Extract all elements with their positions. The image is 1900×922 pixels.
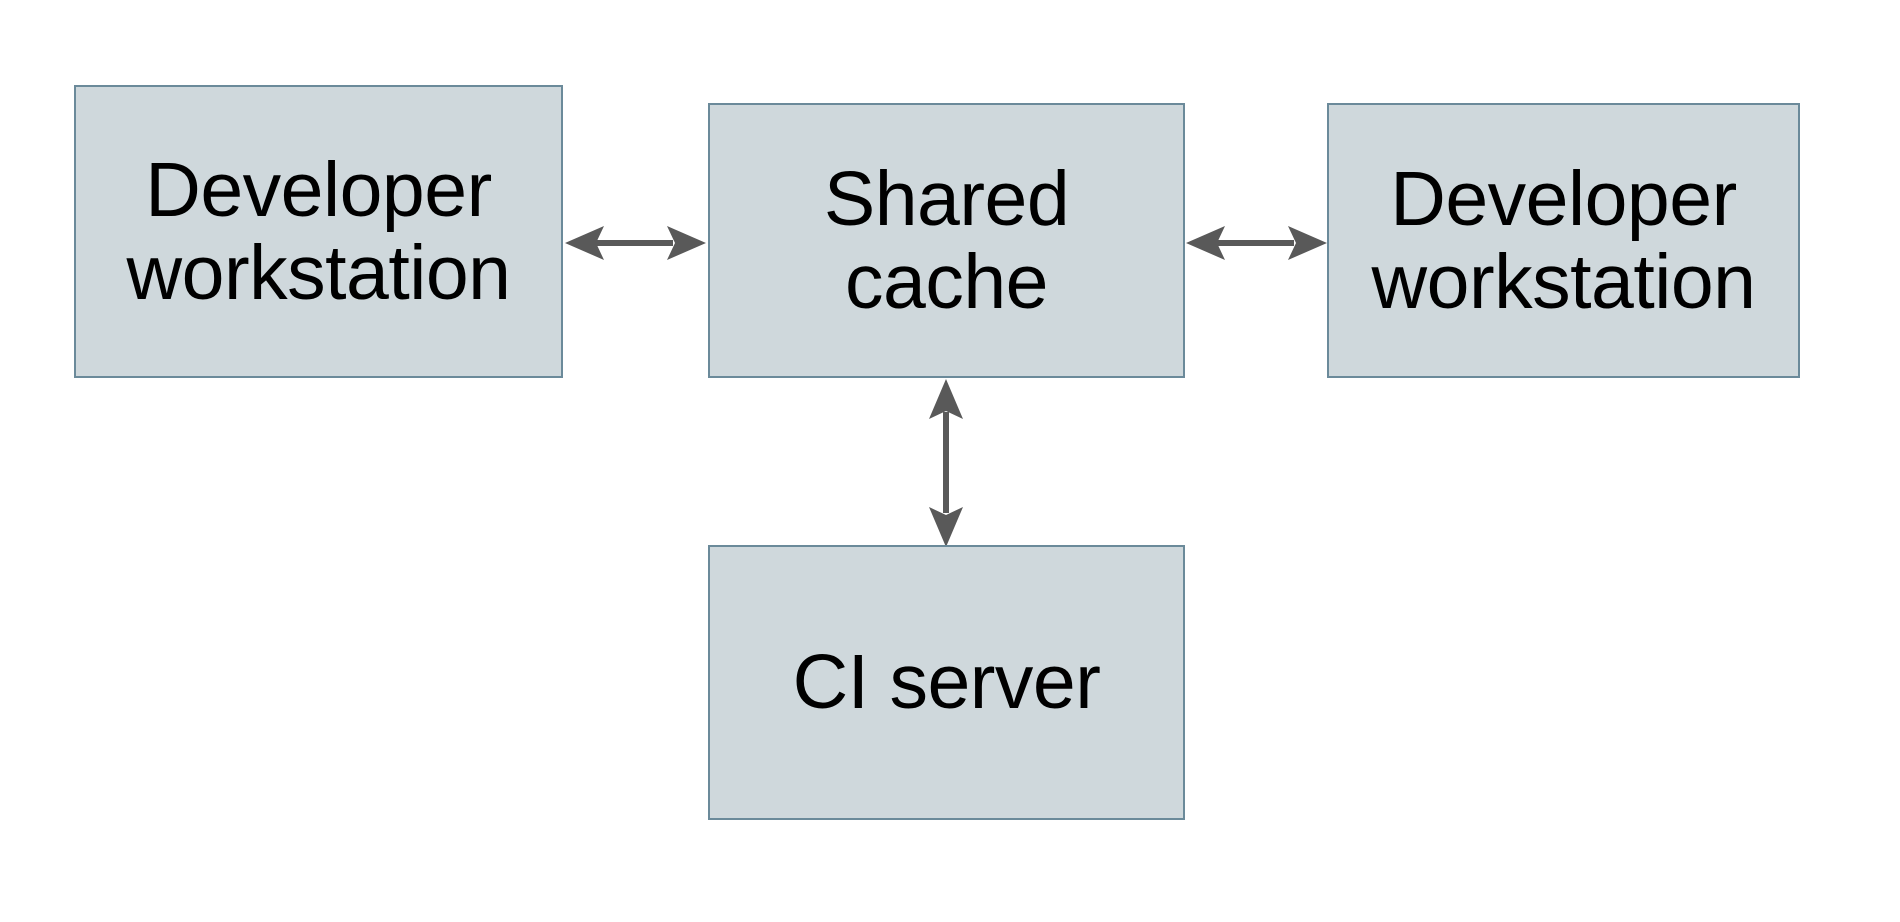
- arrowhead-up-icon: [929, 379, 963, 419]
- node-label: CI server: [792, 639, 1101, 725]
- node-developer-workstation-right[interactable]: Developer workstation: [1327, 103, 1800, 378]
- node-label: Shared cache: [823, 155, 1070, 325]
- connector-shared-cache-to-dev-right: [1186, 226, 1327, 260]
- connector-shared-cache-to-ci-server: [929, 379, 963, 547]
- arrowhead-right-icon: [667, 226, 706, 260]
- connector-dev-left-to-shared-cache: [565, 226, 706, 260]
- node-label: Developer workstation: [126, 146, 511, 316]
- arrowhead-right-icon: [1288, 226, 1327, 260]
- node-ci-server[interactable]: CI server: [708, 545, 1185, 820]
- node-label: Developer workstation: [1371, 155, 1756, 325]
- node-shared-cache[interactable]: Shared cache: [708, 103, 1185, 378]
- arrowhead-left-icon: [1186, 226, 1225, 260]
- node-developer-workstation-left[interactable]: Developer workstation: [74, 85, 563, 378]
- arrowhead-down-icon: [929, 507, 963, 547]
- arrowhead-left-icon: [565, 226, 604, 260]
